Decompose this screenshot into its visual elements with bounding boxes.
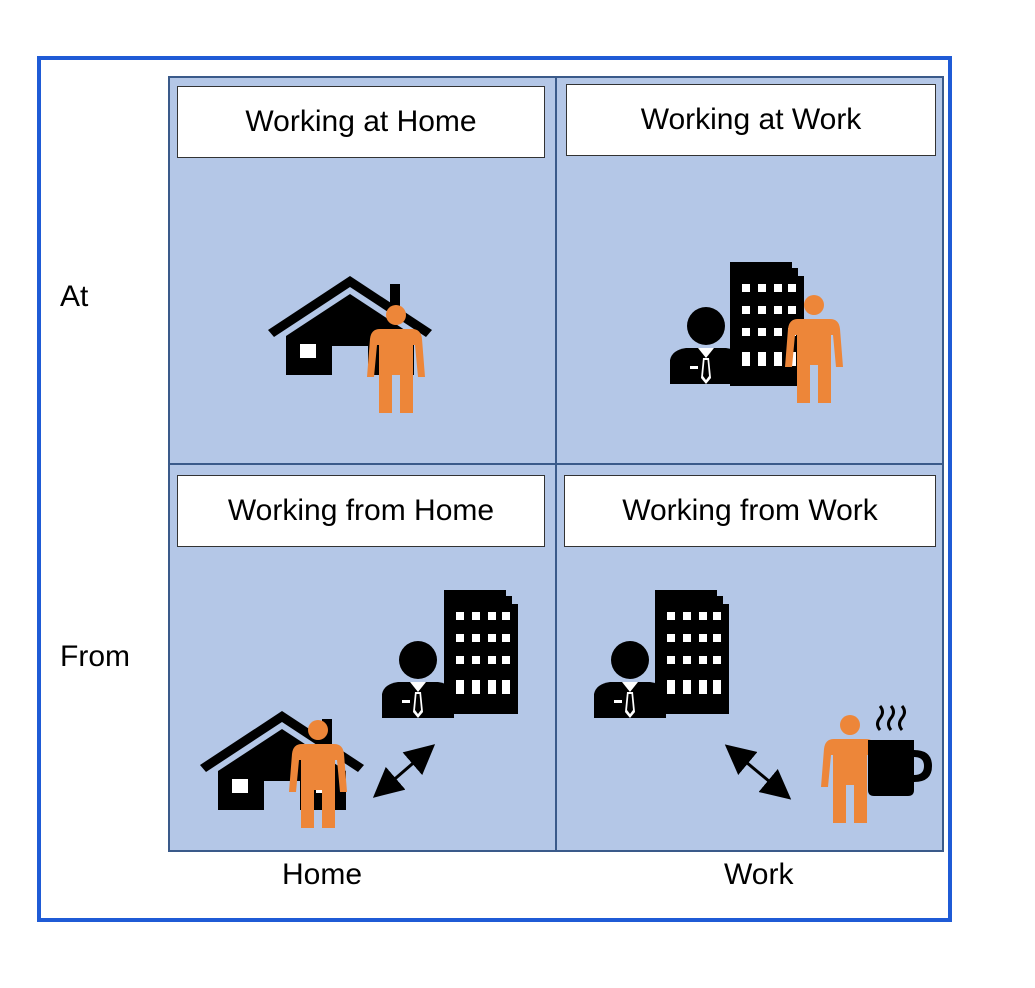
horizontal-divider <box>168 463 944 465</box>
column-label-home: Home <box>282 858 363 891</box>
office-building-icon <box>444 590 518 714</box>
businessman-icon <box>382 641 454 718</box>
quadrant-title-from-home: Working from Home <box>177 475 545 547</box>
row-label-at: At <box>60 280 89 313</box>
row-label-from: From <box>60 640 130 673</box>
coffee-mug-icon <box>866 704 934 798</box>
double-arrow-icon <box>724 744 792 800</box>
column-label-work: Work <box>724 858 794 891</box>
double-arrow-icon <box>372 744 436 798</box>
office-building-icon <box>655 590 729 714</box>
quadrant-title-from-work: Working from Work <box>564 475 936 547</box>
quadrant-title-at-home: Working at Home <box>177 86 545 158</box>
quadrant-title-at-work: Working at Work <box>566 84 936 156</box>
